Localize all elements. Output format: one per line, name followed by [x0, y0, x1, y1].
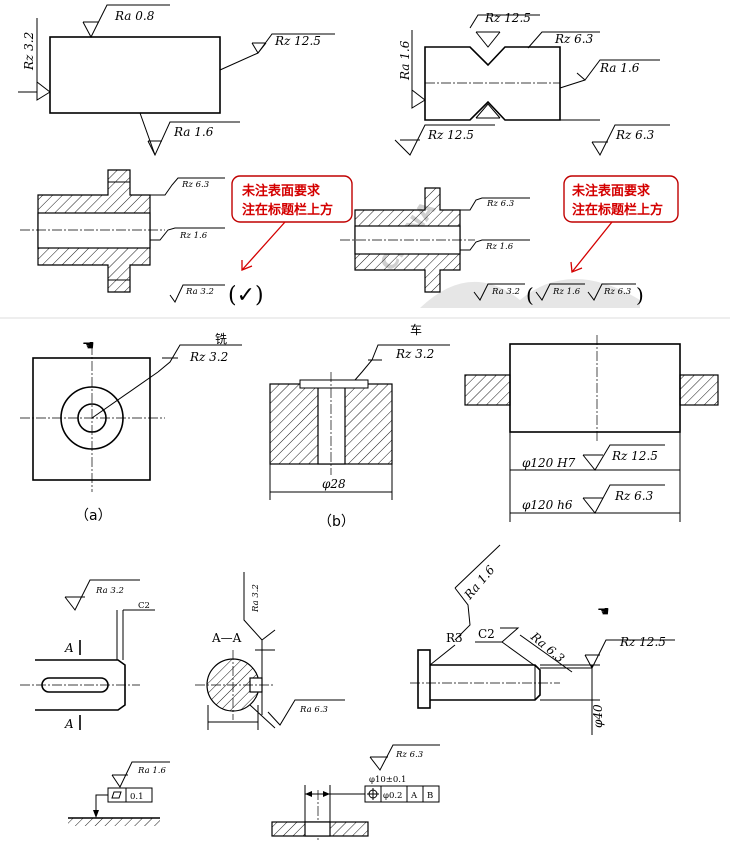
panel-g-flatness: Ra 1.6 0.1 — [68, 761, 170, 826]
symbol-rz-12-5-bottom: Rz 12.5 — [427, 128, 474, 142]
dimension-40: φ40 — [591, 704, 605, 728]
symbol-ra-3-2: Ra 3.2 — [491, 287, 520, 297]
symbol-rz-6-3-bottom: Rz 6.3 — [615, 128, 655, 142]
caption-b: （b） — [318, 514, 355, 530]
symbol-rz-1-6: Rz 1.6 — [485, 242, 514, 252]
symbol-rz-6-3: Rz 6.3 — [486, 199, 514, 209]
symbol-rz-6-3-paren: Rz 6.3 — [603, 287, 631, 297]
symbol-ra-1-6: Ra 1.6 — [461, 562, 498, 602]
symbol-ra-6-3: Ra 6.3 — [299, 705, 328, 715]
note-unmarked-surface-line1: 未注表面要求 — [571, 183, 651, 199]
label-section-a-bottom: A — [64, 717, 74, 731]
symbol-ra-0-8: Ra 0.8 — [114, 9, 155, 23]
panel-d-keyway-shaft: Ra 3.2 C2 A A — [20, 579, 155, 731]
label-turn: 车 — [410, 322, 422, 337]
symbol-ra-6-3: Ra 6.3 — [527, 629, 567, 666]
parenthesis-check-icon: (✓) — [228, 283, 264, 308]
flatness-tolerance: 0.1 — [130, 792, 144, 802]
panel-bushing-note-left: Rz 6.3 Rz 1.6 Ra 3.2 (✓) 未注表面要求 注在标题栏上方 — [20, 169, 353, 308]
symbol-ra-3-2-vertical: Ra 3.2 — [251, 584, 261, 613]
hand-pointer-icon: ☚ — [597, 604, 610, 620]
dimension-120-H7: φ120 H7 — [522, 456, 576, 470]
symbol-ra-1-6-left: Ra 1.6 — [398, 40, 412, 81]
symbol-rz-1-6: Rz 1.6 — [179, 231, 208, 241]
symbol-ra-1-6: Ra 1.6 — [137, 766, 166, 776]
hand-pointer-icon: ☚ — [82, 338, 95, 354]
symbol-rz-6-3: Rz 6.3 — [181, 180, 209, 190]
datum-b: B — [427, 791, 433, 801]
parenthesis-open: ( — [526, 283, 534, 307]
panel-f-stepped-shaft: ☚ Ra 1.6 R3 C2 Ra 6.3 Rz 12.5 φ40 — [410, 544, 675, 735]
dimension-120-h6: φ120 h6 — [522, 498, 573, 512]
symbol-ra-3-2: Ra 3.2 — [185, 287, 214, 297]
caption-a: （a） — [75, 508, 112, 524]
panel-h-position-tolerance: Rz 6.3 φ10±0.1 φ0.2 A B — [271, 744, 440, 840]
datum-a: A — [410, 791, 418, 801]
note-unmarked-surface-line2: 注在标题栏上方 — [572, 202, 663, 218]
panel-v-notch-roughness: Rz 12.5 Rz 6.3 Ra 1.6 Ra 1.6 Rz 12.5 Rz … — [394, 11, 670, 157]
symbol-rz-3-2: Rz 3.2 — [395, 347, 434, 361]
panel-bushing-note-right: CHINA Rz 6.3 Rz 1.6 Ra 3.2 ( Rz 1.6 Rz 6… — [340, 175, 679, 308]
parenthesis-close: ) — [636, 283, 644, 307]
panel-c-fit-shaft: φ120 H7 Rz 12.5 φ120 h6 Rz 6.3 — [464, 335, 719, 522]
label-mill: 铣 — [215, 332, 227, 346]
symbol-ra-3-2: Ra 3.2 — [95, 586, 124, 596]
label-section-a: A — [64, 641, 74, 655]
label-chamfer-c2: C2 — [478, 627, 495, 641]
note-unmarked-surface-line1: 未注表面要求 — [241, 183, 321, 199]
panel-e-section-aa: A—A Ra 3.2 Ra 6.3 — [195, 572, 345, 730]
dimension-28: φ28 — [322, 477, 346, 491]
symbol-ra-1-6-right: Ra 1.6 — [599, 61, 640, 75]
label-radius-r3: R3 — [446, 631, 463, 645]
symbol-rz-12-5: Rz 12.5 — [274, 34, 321, 48]
symbol-rz-6-3-top: Rz 6.3 — [554, 32, 594, 46]
symbol-rz-12-5: Rz 12.5 — [611, 449, 658, 463]
symbol-rz-6-3: Rz 6.3 — [395, 750, 423, 760]
symbol-rz-6-3: Rz 6.3 — [614, 489, 654, 503]
label-chamfer-c2: C2 — [138, 601, 150, 611]
hole-dimension: φ10±0.1 — [369, 775, 406, 785]
panel-rectangle-roughness: Ra 0.8 Rz 12.5 Rz 3.2 Ra 1.6 — [18, 4, 335, 157]
symbol-rz-3-2: Rz 3.2 — [22, 32, 36, 71]
panel-b-turned-block: φ28 Rz 3.2 车 （b） — [269, 322, 450, 530]
note-unmarked-surface-line2: 注在标题栏上方 — [242, 202, 333, 218]
symbol-rz-12-5-top: Rz 12.5 — [484, 11, 531, 25]
position-tolerance-value: φ0.2 — [383, 791, 402, 801]
panel-a-milled-ring: Rz 3.2 铣 ☚ （a） — [20, 332, 242, 524]
label-section-a-a: A—A — [211, 631, 242, 645]
symbol-ra-1-6: Ra 1.6 — [173, 125, 214, 139]
symbol-rz-12-5: Rz 12.5 — [619, 635, 666, 649]
symbol-rz-1-6-paren: Rz 1.6 — [552, 287, 581, 297]
symbol-rz-3-2: Rz 3.2 — [189, 350, 228, 364]
